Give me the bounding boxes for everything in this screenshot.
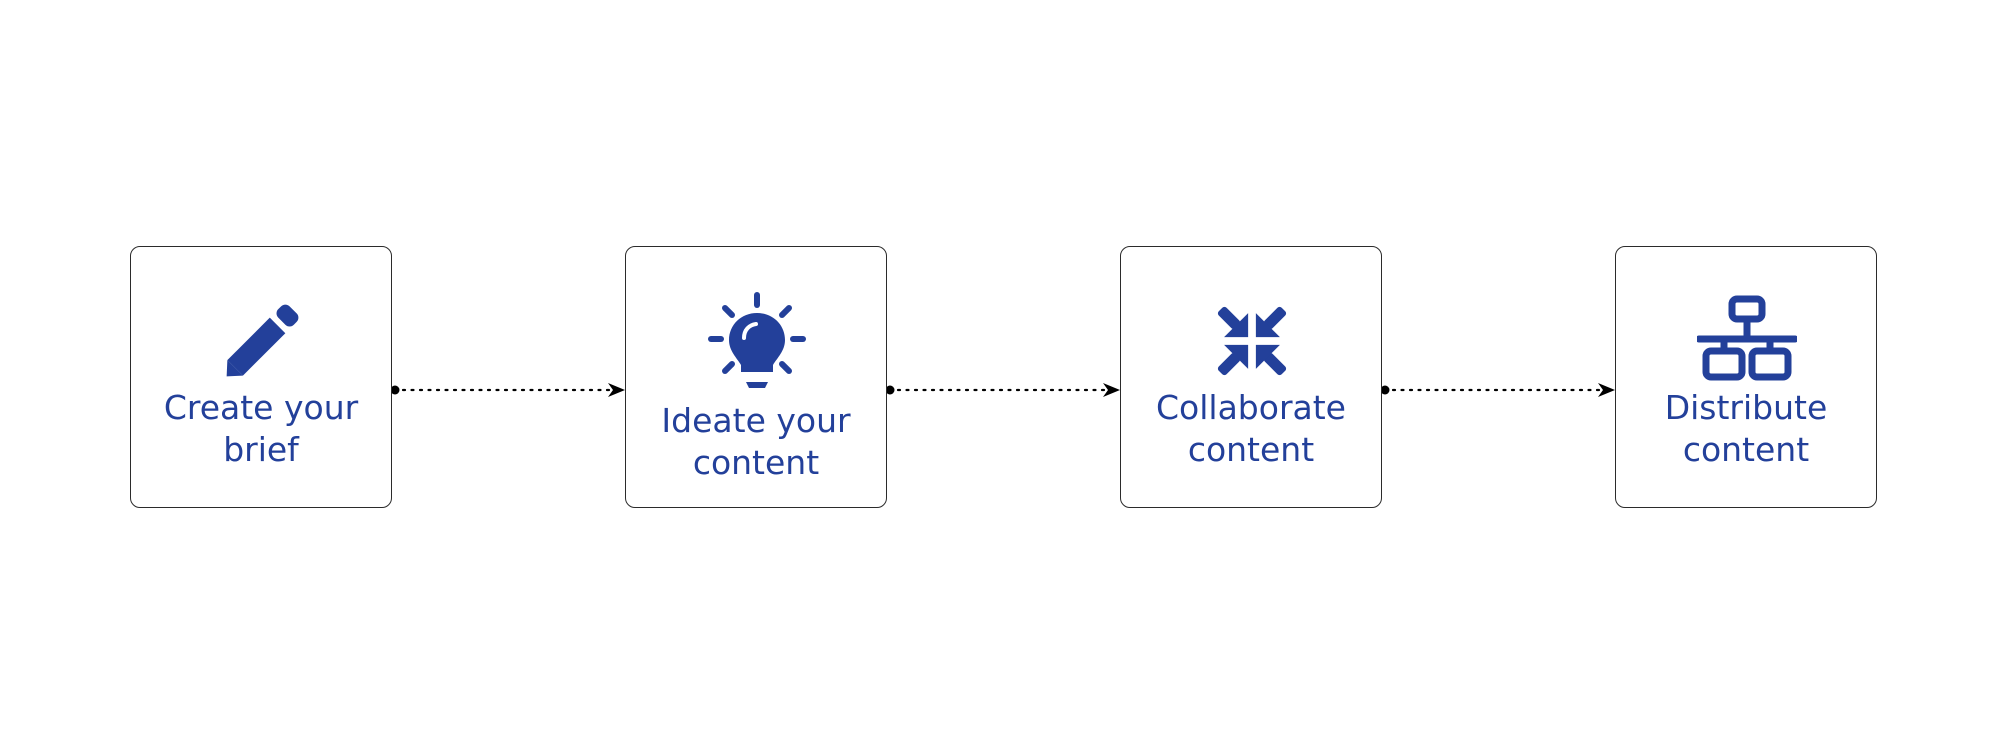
connector-1 <box>390 383 625 397</box>
step-ideate-content: Ideate your content <box>625 246 887 508</box>
step-label: Collaborate content <box>1156 388 1346 469</box>
step-label: Create your brief <box>163 388 359 469</box>
step-create-brief: Create your brief <box>130 246 392 508</box>
step-label: Ideate your content <box>661 401 851 482</box>
connector-2 <box>885 383 1120 397</box>
network-icon <box>1697 291 1797 391</box>
step-collaborate-content: Collaborate content <box>1120 246 1382 508</box>
pencil-icon <box>212 291 312 391</box>
connector-3 <box>1380 383 1615 397</box>
step-label: Distribute content <box>1664 388 1828 469</box>
step-distribute-content: Distribute content <box>1615 246 1877 508</box>
compress-arrows-icon <box>1202 291 1302 391</box>
lightbulb-icon <box>707 291 807 391</box>
